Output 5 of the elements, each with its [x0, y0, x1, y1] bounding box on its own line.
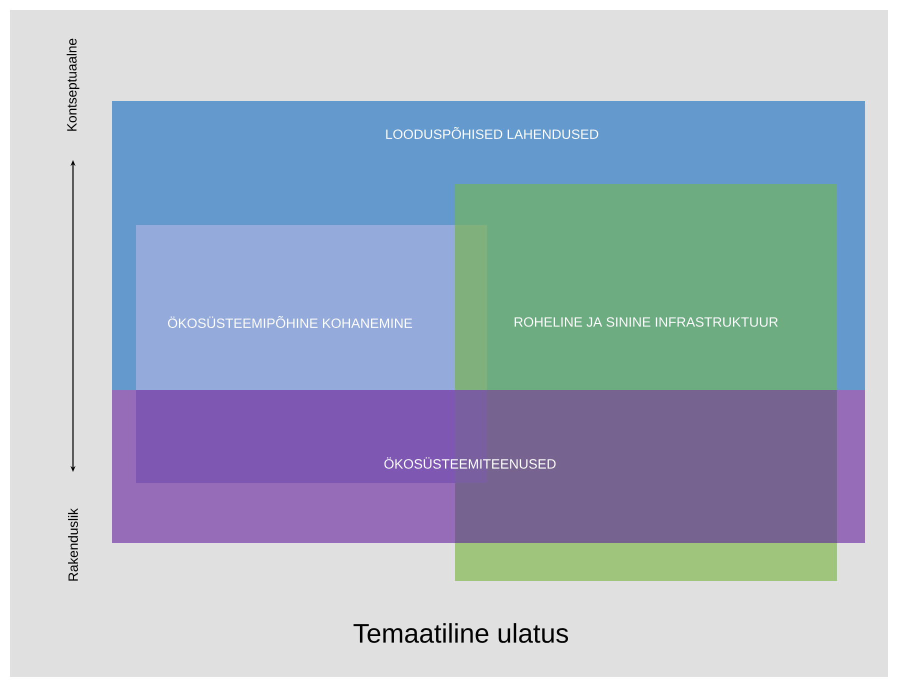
axis-label: Rakenduslik	[68, 508, 78, 581]
axis-label: Kontseptuaalne	[66, 38, 80, 131]
region-box: ÖKOSÜSTEEMITEENUSED	[112, 390, 865, 543]
region-box: ÖKOSÜSTEEMIPÕHINE KOHANEMINE	[136, 225, 487, 390]
axis-title: Temaatiline ulatus	[354, 623, 568, 643]
